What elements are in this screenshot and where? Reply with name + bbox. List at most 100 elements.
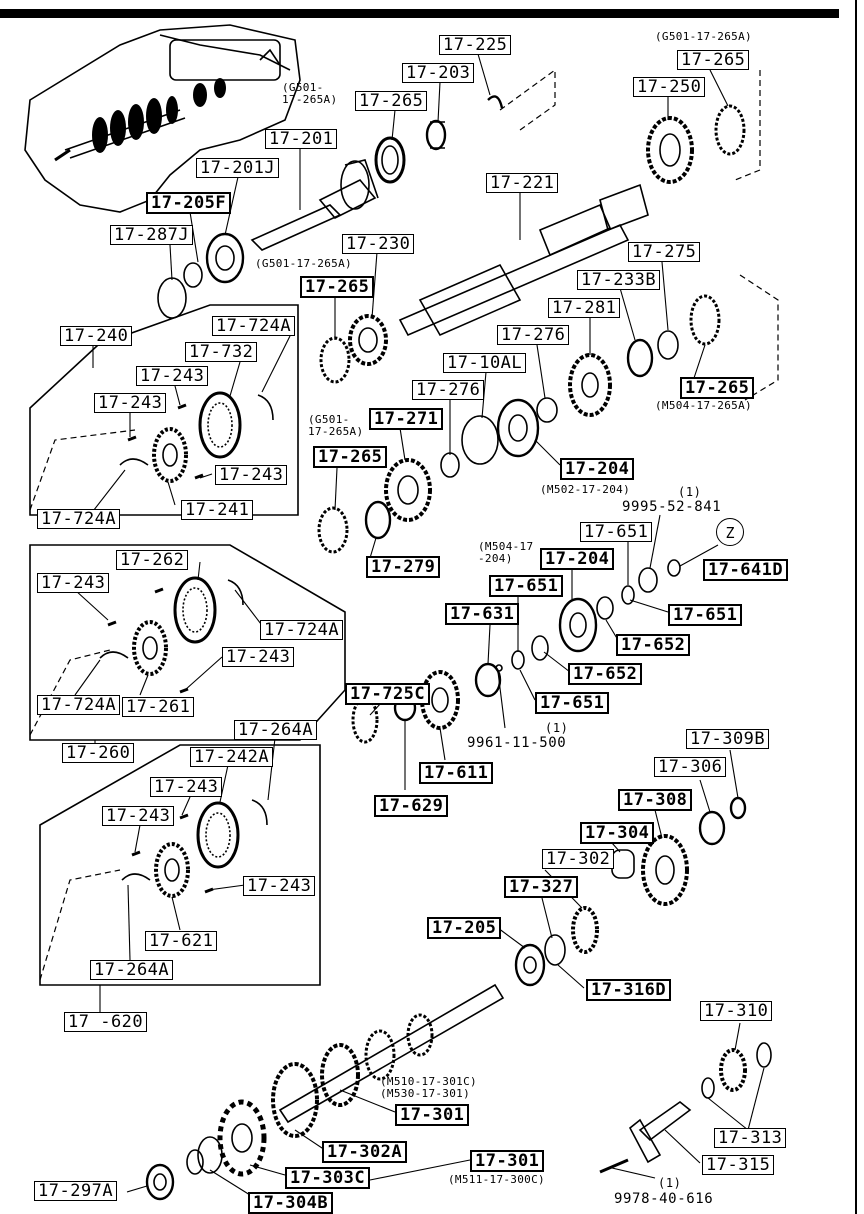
- label-17-271: 17-271: [369, 408, 444, 430]
- label-17-243-f: 17-243: [150, 777, 223, 797]
- label-17-724A-c: 17-724A: [260, 620, 344, 640]
- countershaft: [271, 983, 505, 1138]
- bearing-17-309B: [729, 796, 747, 820]
- label-17-265-c: 17-265: [300, 276, 375, 298]
- bearing-17-297A: [145, 1163, 175, 1201]
- note-m504-204: (M504-17 -204): [478, 540, 534, 565]
- label-17-243-d: 17-243: [37, 573, 110, 593]
- box-17-240-parts: [119, 391, 274, 483]
- washer-17-304B: [186, 1149, 204, 1175]
- gear-17-303C: [217, 1099, 267, 1177]
- ring-17-265-mid: [319, 336, 351, 384]
- label-17-204-b: 17-204: [540, 548, 615, 570]
- box-17-260-parts: [99, 576, 244, 694]
- label-17-641D: 17-641D: [703, 559, 789, 581]
- label-17-315: 17-315: [702, 1155, 775, 1175]
- label-17-201J: 17-201J: [196, 158, 280, 178]
- label-17-621: 17-621: [145, 931, 218, 951]
- leader-lines: [74, 53, 765, 1196]
- label-17-297A: 17-297A: [34, 1181, 118, 1201]
- bearing-17-233B: [626, 338, 654, 378]
- label-17-265-b: 17-265: [677, 50, 750, 70]
- label-17-306: 17-306: [654, 757, 727, 777]
- label-17-310: 17-310: [700, 1001, 773, 1021]
- bearing-17-204-second: [558, 597, 598, 653]
- label-17-279: 17-279: [366, 556, 441, 578]
- box-17-620-parts: [121, 799, 268, 898]
- label-17-309B: 17-309B: [686, 729, 770, 749]
- label-17-261: 17-261: [122, 697, 195, 717]
- label-17-264A-a: 17-264A: [234, 720, 318, 740]
- bushing-17-275: [657, 330, 679, 360]
- label-17-204-a: 17-204: [560, 458, 635, 480]
- washer-17-652-a: [596, 596, 614, 620]
- needle-bearing-top: [425, 119, 447, 151]
- qty-9978: (1): [658, 1176, 682, 1190]
- label-17-652-b: 17-652: [568, 663, 643, 685]
- label-17-629: 17-629: [374, 795, 449, 817]
- label-17-308: 17-308: [618, 789, 693, 811]
- label-17-276-a: 17-276: [497, 325, 570, 345]
- ring-9995: [638, 567, 658, 593]
- synchro-ring-top: [374, 136, 406, 184]
- snap-ring-17-651-b: [511, 650, 525, 670]
- bushing-17-304B: [197, 1136, 223, 1174]
- label-17-287J: 17-287J: [110, 225, 194, 245]
- note-m502-204: (M502-17-204): [540, 483, 630, 496]
- label-17-281: 17-281: [548, 298, 621, 318]
- washer-17-327: [544, 934, 566, 966]
- washer-17-313-a: [756, 1042, 772, 1068]
- label-17-620: 17 -620: [64, 1012, 148, 1032]
- ring-17-287J: [157, 277, 187, 319]
- label-17-203: 17-203: [402, 63, 475, 83]
- note-g501-top-right: (G501-17-265A): [655, 30, 752, 43]
- label-17-724A-a: 17-724A: [212, 316, 296, 336]
- gear-17-230: [348, 314, 388, 366]
- note-g501-lower: (G501- 17-265A): [308, 413, 364, 438]
- label-17-242A: 17-242A: [190, 747, 274, 767]
- gear-17-308: [641, 834, 689, 906]
- qty-9995: (1): [678, 485, 702, 499]
- bearing-17-279: [364, 500, 392, 540]
- ring-17-265-top-right: [714, 104, 746, 156]
- label-17-205: 17-205: [427, 917, 502, 939]
- label-17-301-a: 17-301: [395, 1104, 470, 1126]
- gear-17-250: [646, 116, 694, 184]
- part-9995-52-841: 9995-52-841: [622, 499, 722, 515]
- idler-shaft-17-315: [628, 1101, 692, 1164]
- washer-17-276-lower: [440, 452, 460, 478]
- label-17-304: 17-304: [580, 822, 655, 844]
- label-17-276-b: 17-276: [412, 380, 485, 400]
- bearing-17-204: [496, 398, 540, 458]
- top-border-bar: [0, 9, 839, 18]
- input-shaft: [250, 159, 379, 251]
- gear-17-281: [568, 353, 612, 417]
- clip-17-225: [487, 95, 504, 109]
- label-17-316D: 17-316D: [586, 979, 672, 1001]
- qty-9961: (1): [545, 721, 569, 735]
- label-17-225: 17-225: [439, 35, 512, 55]
- ring-17-265-lower: [317, 506, 349, 554]
- note-g501-top: (G501- 17-265A): [282, 81, 338, 106]
- callout-z-circle: Z: [716, 518, 744, 546]
- ball-9961: [495, 664, 503, 672]
- label-17-732: 17-732: [185, 342, 258, 362]
- label-17-724A-d: 17-724A: [37, 695, 121, 715]
- sleeve-17-304: [611, 849, 635, 879]
- label-17-260: 17-260: [62, 743, 135, 763]
- note-m504-265A: (M504-17-265A): [655, 399, 752, 412]
- label-17-201: 17-201: [265, 129, 338, 149]
- gear-17-271: [384, 458, 432, 522]
- label-17-243-g: 17-243: [102, 806, 175, 826]
- label-17-302A: 17-302A: [322, 1141, 408, 1163]
- label-17-243-e: 17-243: [222, 647, 295, 667]
- label-17-262: 17-262: [116, 550, 189, 570]
- label-17-303C: 17-303C: [285, 1167, 371, 1189]
- label-17-652-a: 17-652: [616, 634, 691, 656]
- label-17-243-c: 17-243: [215, 465, 288, 485]
- box-17-620: [39, 744, 321, 986]
- washer-17-201J: [183, 262, 203, 288]
- washer-17-313-b: [701, 1077, 715, 1099]
- bearing-17-306: [698, 810, 726, 846]
